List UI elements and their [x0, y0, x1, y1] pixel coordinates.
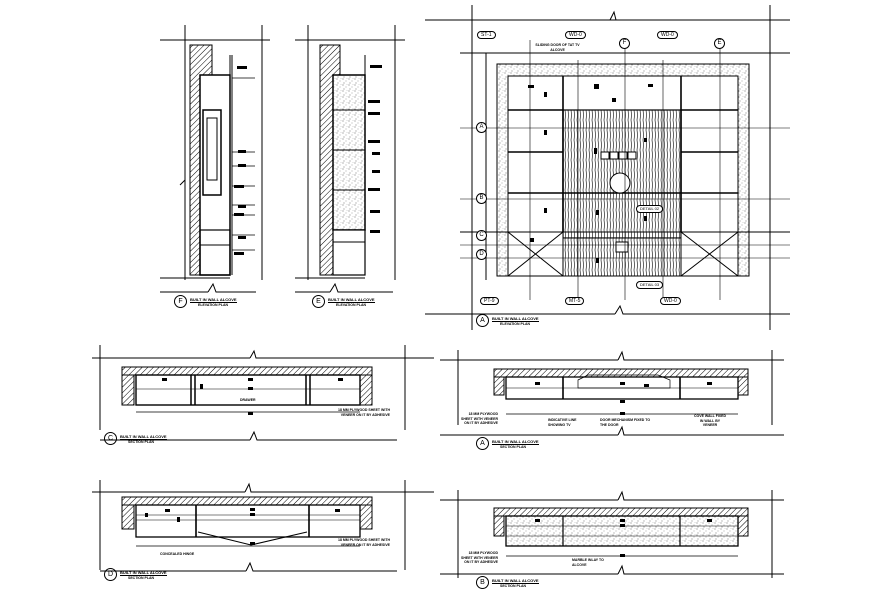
section-marker: C	[104, 432, 117, 445]
view-title: BUILT IN WALL ALCOVE	[120, 569, 167, 576]
section-a-drawing	[440, 350, 784, 436]
section-marker: F	[174, 295, 187, 308]
section-d-note-plywood: 18 MM PLYWOOD SHEET WITH VENEER ON IT BY…	[338, 538, 390, 547]
sliding-door-note: SLIDING DOOR OF TAT TV ALCOVE	[535, 43, 580, 52]
section-a-note-plywood: 18 MM PLYWOOD SHEET WITH VENEER ON IT BY…	[461, 412, 498, 425]
grid-bubble-c: C	[476, 230, 487, 241]
section-marker: A	[476, 314, 489, 327]
view-subtitle: SECTION PLAN	[500, 583, 527, 588]
view-subtitle: ELEVATION PLAN	[336, 302, 367, 307]
section-a-note-door: DOOR MECHANISM FIXED TO THE DOOR	[600, 418, 651, 427]
material-tag-mt5: MT-5	[565, 297, 585, 305]
view-title: BUILT IN WALL ALCOVE	[120, 433, 167, 440]
view-subtitle: SECTION PLAN	[128, 439, 155, 444]
section-marker: B	[476, 576, 489, 589]
grid-bubble-f: F	[619, 38, 630, 49]
section-c-drawing	[92, 345, 434, 441]
section-marker: D	[104, 568, 117, 581]
elevation-e-drawing	[295, 25, 405, 293]
view-title: BUILT IN WALL ALCOVE	[492, 315, 539, 322]
view-title: BUILT IN WALL ALCOVE	[492, 438, 539, 445]
view-title: BUILT IN WALL ALCOVE	[190, 296, 237, 303]
view-subtitle: SECTION PLAN	[128, 575, 155, 580]
drawer-label: DRAWER	[240, 398, 256, 402]
view-subtitle: ELEVATION PLAN	[198, 302, 229, 307]
view-subtitle: ELEVATION PLAN	[500, 321, 531, 326]
grid-bubble-d: D	[476, 249, 487, 260]
section-b-note-marble: MARBLE INLAY TO ALCOVE	[572, 558, 604, 567]
elevation-a-drawing	[425, 5, 790, 330]
material-tag-wd0: WD-0	[660, 297, 681, 305]
grid-bubble-a: A	[476, 122, 487, 133]
material-tag-wd0: WD-0	[657, 31, 678, 39]
view-title: BUILT IN WALL ALCOVE	[328, 296, 375, 303]
section-d-drawing	[92, 480, 434, 572]
material-tag-pt9: PT-9	[480, 297, 499, 305]
section-c-note: 18 MM PLYWOOD SHEET WITH VENEER ON IT BY…	[338, 408, 390, 417]
section-marker: A	[476, 437, 489, 450]
section-b-note-plywood: 18 MM PLYWOOD SHEET WITH VENEER ON IT BY…	[461, 551, 498, 564]
detail-callout: DETAIL 03	[636, 281, 664, 289]
detail-callout: DETAIL 02	[636, 205, 664, 213]
view-title: BUILT IN WALL ALCOVE	[492, 577, 539, 584]
material-tag-wd0: WD-0	[565, 31, 586, 39]
grid-bubble-b: B	[476, 193, 487, 204]
section-b-drawing	[440, 490, 784, 578]
section-d-note-hinge: CONCEALED HINGE	[160, 552, 195, 556]
material-tag-st1: ST-1	[477, 31, 496, 39]
view-subtitle: SECTION PLAN	[500, 444, 527, 449]
section-marker: E	[312, 295, 325, 308]
elevation-f-drawing	[160, 25, 270, 293]
section-a-note-cove: COVE WALL FIXED IN WALL BY VENEER	[693, 414, 727, 427]
grid-bubble-e: E	[714, 38, 725, 49]
section-a-note-tv: INDICATIVE LINE SHOWING TV	[548, 418, 577, 427]
